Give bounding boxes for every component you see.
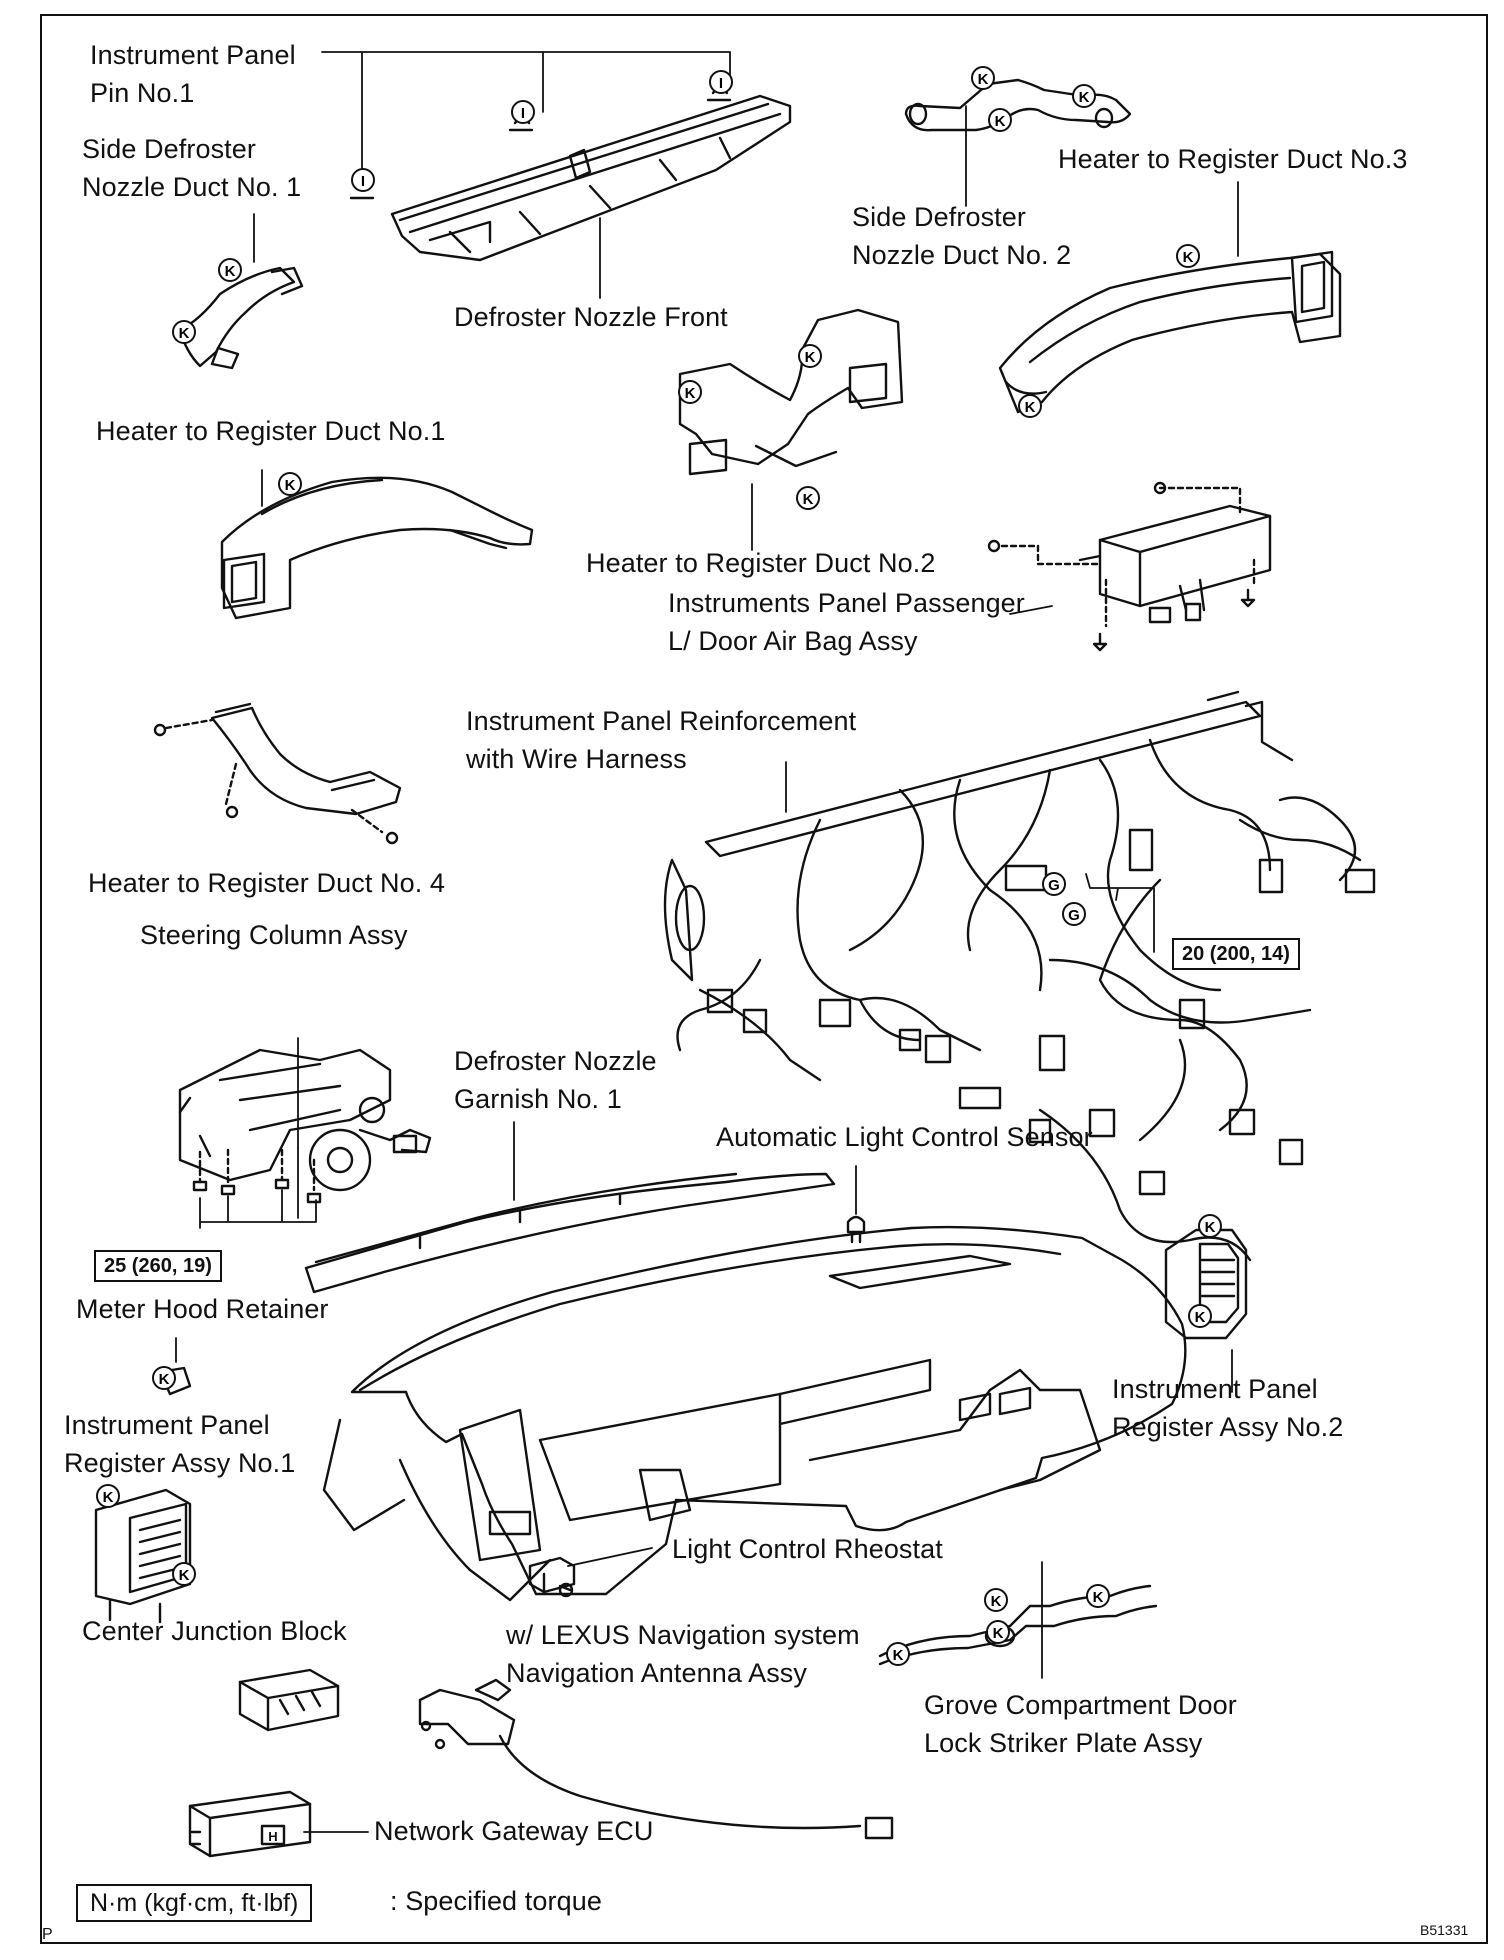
register-assy-1-part	[94, 1488, 192, 1624]
label-heater-register-duct-2: Heater to Register Duct No.2	[586, 548, 936, 578]
center-junction-block-part	[238, 1668, 340, 1732]
label-defroster-nozzle-front: Defroster Nozzle Front	[454, 302, 728, 332]
label-network-gateway-ecu: Network Gateway ECU	[374, 1816, 654, 1846]
diagram-frame	[40, 14, 1488, 1944]
heater-register-duct-1-part	[220, 476, 534, 620]
label-heater-register-duct-3: Heater to Register Duct No.3	[1058, 144, 1408, 174]
label-auto-light-sensor: Automatic Light Control Sensor	[716, 1122, 1093, 1152]
svg-text:H: H	[268, 1829, 277, 1844]
label-light-rheostat: Light Control Rheostat	[672, 1534, 943, 1564]
navigation-antenna-part	[418, 1678, 894, 1840]
heater-register-duct-4-part	[153, 702, 402, 845]
label-heater-register-duct-1: Heater to Register Duct No.1	[96, 416, 446, 446]
figure-code: B51331	[1420, 1922, 1469, 1938]
pin-clips	[349, 87, 732, 200]
label-heater-register-duct-4: Heater to Register Duct No. 4	[88, 868, 446, 898]
light-rheostat-part	[528, 1556, 576, 1598]
passenger-airbag-part	[987, 481, 1272, 652]
reinforcement-harness-part	[663, 690, 1376, 1262]
defroster-garnish-part	[304, 1172, 836, 1294]
side-defroster-duct-2-part	[904, 78, 1132, 132]
torque-box-steering-column: 25 (260, 19)	[94, 1250, 222, 1282]
torque-legend-description: : Specified torque	[390, 1886, 602, 1916]
network-gateway-ecu-part: H	[188, 1790, 312, 1858]
label-center-junction-block: Center Junction Block	[82, 1616, 347, 1646]
page-letter: P	[42, 1926, 53, 1943]
heater-register-duct-3-part	[998, 250, 1342, 414]
label-steering-column: Steering Column Assy	[140, 920, 408, 950]
side-defroster-duct-1-part	[178, 266, 304, 370]
defroster-nozzle-front-part	[390, 94, 792, 262]
glove-striker-part	[878, 1584, 1158, 1666]
label-meter-hood-retainer: Meter Hood Retainer	[76, 1294, 329, 1324]
torque-box-reinforcement: 20 (200, 14)	[1172, 938, 1300, 970]
torque-unit-legend: N·m (kgf·cm, ft·lbf)	[76, 1884, 313, 1922]
auto-light-sensor-part	[846, 1215, 866, 1244]
instrument-panel-part	[322, 1225, 1187, 1602]
steering-column-part	[178, 1048, 432, 1204]
